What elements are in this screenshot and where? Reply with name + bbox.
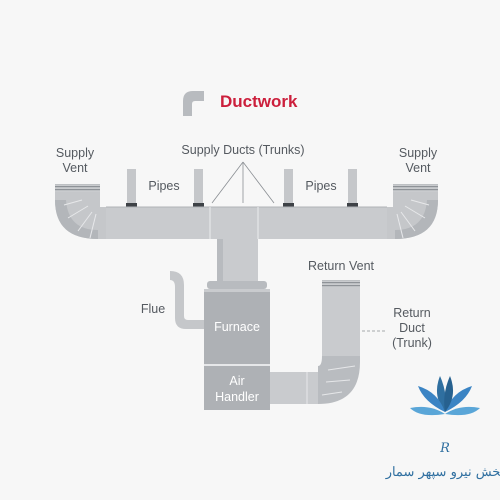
- supply-ducts-pointer-lines: [211, 161, 275, 204]
- elbow-duct-icon: [183, 91, 204, 116]
- supply-vent-right-label-line1: Supply: [399, 146, 438, 160]
- return-duct-label-line3: (Trunk): [392, 336, 432, 350]
- return-duct-label-line2: Duct: [399, 321, 425, 335]
- logo-monogram: R: [439, 441, 450, 456]
- supply-trunk: [106, 206, 387, 239]
- supply-vent-left: [55, 184, 106, 239]
- supply-plenum: [217, 239, 258, 281]
- logo-tagline: پخش نیرو سپهر سمار: [385, 465, 500, 480]
- pipes-right-label: Pipes: [305, 179, 336, 193]
- supply-ducts-label: Supply Ducts (Trunks): [181, 143, 304, 157]
- supply-vent-left-label-line2: Vent: [62, 161, 88, 175]
- return-duct: [270, 280, 360, 404]
- pipe-1: [126, 169, 137, 208]
- pipes-left-label: Pipes: [148, 179, 179, 193]
- air-handler-label-line1: Air: [229, 374, 244, 388]
- return-vent-label: Return Vent: [308, 259, 375, 273]
- air-handler-label-line2: Handler: [215, 390, 259, 404]
- pipe-4: [347, 169, 358, 208]
- flue-pipe: [170, 271, 204, 329]
- return-duct-label-line1: Return: [393, 306, 431, 320]
- flue-label: Flue: [141, 302, 165, 316]
- furnace-label: Furnace: [214, 320, 260, 334]
- pipe-2: [193, 169, 204, 208]
- supply-vent-right: [387, 184, 438, 239]
- lotus-icon: [410, 376, 480, 416]
- supply-vent-left-label-line1: Supply: [56, 146, 95, 160]
- pipe-3: [283, 169, 294, 208]
- company-logo: R پخش نیرو سپهر سمار: [385, 376, 500, 480]
- supply-vent-right-label-line2: Vent: [405, 161, 431, 175]
- page-title: Ductwork: [220, 92, 298, 111]
- air-handler-unit: [204, 364, 270, 410]
- furnace-unit: [204, 281, 270, 364]
